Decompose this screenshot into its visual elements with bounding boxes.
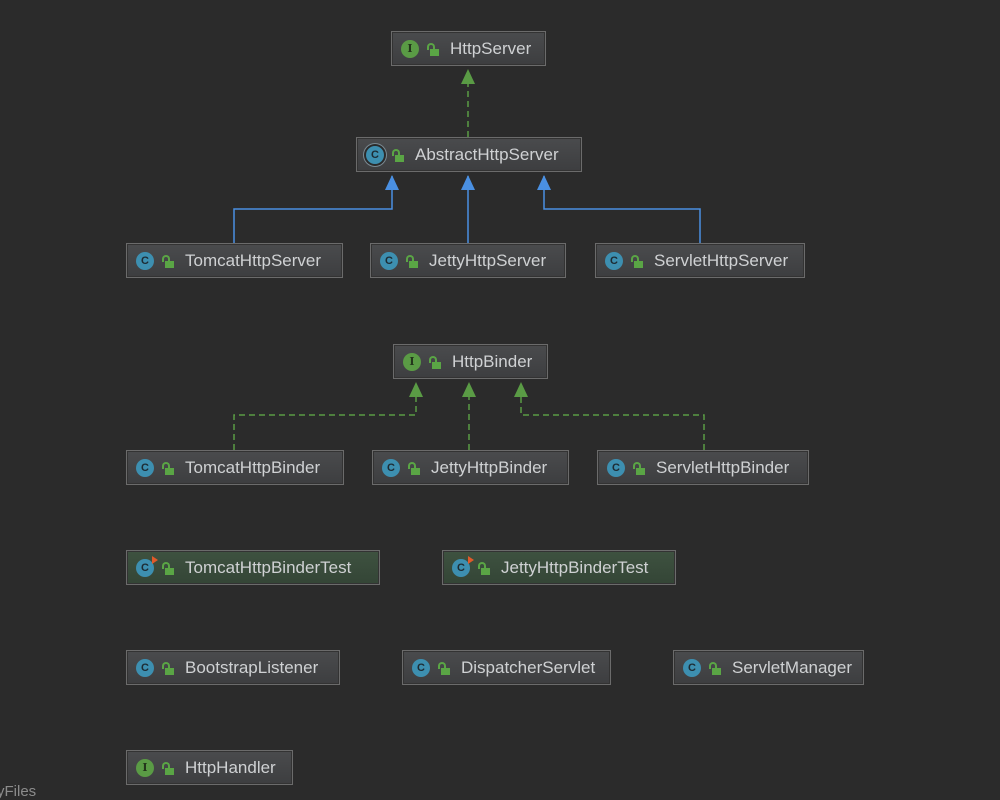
- public-lock-icon: [631, 254, 643, 268]
- node-label: JettyHttpBinder: [431, 457, 548, 477]
- node-jettyhttpbindertest[interactable]: C JettyHttpBinderTest: [442, 550, 676, 585]
- test-class-icon: C: [136, 555, 158, 577]
- class-icon: C: [136, 251, 154, 270]
- interface-icon: I: [136, 758, 154, 777]
- node-label: TomcatHttpBinder: [185, 457, 321, 477]
- public-lock-icon: [162, 661, 174, 675]
- node-label: HttpBinder: [452, 351, 533, 371]
- public-lock-icon: [408, 461, 420, 475]
- node-label: HttpServer: [450, 38, 532, 58]
- public-lock-icon: [633, 461, 645, 475]
- public-lock-icon: [162, 461, 174, 475]
- node-label: TomcatHttpBinderTest: [185, 557, 352, 577]
- node-label: ServletHttpBinder: [656, 457, 790, 477]
- node-label: DispatcherServlet: [461, 657, 596, 677]
- class-icon: C: [605, 251, 623, 270]
- node-label: ServletHttpServer: [654, 250, 789, 270]
- node-bootstraplistener[interactable]: C BootstrapListener: [126, 650, 340, 685]
- node-label: AbstractHttpServer: [415, 144, 559, 164]
- node-httpbinder[interactable]: I HttpBinder: [393, 344, 548, 379]
- node-jettyhttpserver[interactable]: C JettyHttpServer: [370, 243, 566, 278]
- public-lock-icon: [162, 561, 174, 575]
- class-icon: C: [412, 658, 430, 677]
- edge-servlethttpserver-extends-abstracthttpserver: [537, 175, 701, 243]
- node-label: JettyHttpServer: [429, 250, 547, 270]
- public-lock-icon: [429, 355, 441, 369]
- edge-servlethttpbinder-implements-httpbinder: [514, 382, 705, 450]
- node-label: HttpHandler: [185, 757, 276, 777]
- node-httphandler[interactable]: I HttpHandler: [126, 750, 293, 785]
- public-lock-icon: [162, 761, 174, 775]
- node-tomcathttpserver[interactable]: C TomcatHttpServer: [126, 243, 343, 278]
- node-dispatcherservlet[interactable]: C DispatcherServlet: [402, 650, 611, 685]
- edge-tomcathttpserver-extends-abstracthttpserver: [233, 175, 399, 243]
- node-tomcathttpbinder[interactable]: C TomcatHttpBinder: [126, 450, 344, 485]
- class-icon: C: [607, 458, 625, 477]
- node-httpserver[interactable]: I HttpServer: [391, 31, 546, 66]
- interface-icon: I: [403, 352, 421, 371]
- interface-icon: I: [401, 39, 419, 58]
- public-lock-icon: [162, 254, 174, 268]
- public-lock-icon: [406, 254, 418, 268]
- public-lock-icon: [438, 661, 450, 675]
- test-class-icon: C: [452, 555, 474, 577]
- node-label: TomcatHttpServer: [185, 250, 322, 270]
- public-lock-icon: [392, 148, 404, 162]
- class-icon: C: [382, 458, 400, 477]
- node-abstracthttpserver[interactable]: C AbstractHttpServer: [356, 137, 582, 172]
- class-icon: C: [136, 658, 154, 677]
- node-label: JettyHttpBinderTest: [501, 557, 649, 577]
- node-servlethttpserver[interactable]: C ServletHttpServer: [595, 243, 805, 278]
- class-icon: C: [136, 458, 154, 477]
- class-icon: C: [683, 658, 701, 677]
- edge-tomcathttpbinder-implements-httpbinder: [233, 382, 423, 450]
- public-lock-icon: [478, 561, 490, 575]
- class-icon: C: [380, 251, 398, 270]
- node-label: BootstrapListener: [185, 657, 319, 677]
- node-servlethttpbinder[interactable]: C ServletHttpBinder: [597, 450, 809, 485]
- yfiles-watermark: yFiles: [0, 783, 37, 800]
- node-servletmanager[interactable]: C ServletManager: [673, 650, 864, 685]
- public-lock-icon: [427, 42, 439, 56]
- node-jettyhttpbinder[interactable]: C JettyHttpBinder: [372, 450, 569, 485]
- node-tomcathttpbindertest[interactable]: C TomcatHttpBinderTest: [126, 550, 380, 585]
- abstract-class-icon: C: [366, 145, 384, 164]
- node-label: ServletManager: [732, 657, 853, 677]
- public-lock-icon: [709, 661, 721, 675]
